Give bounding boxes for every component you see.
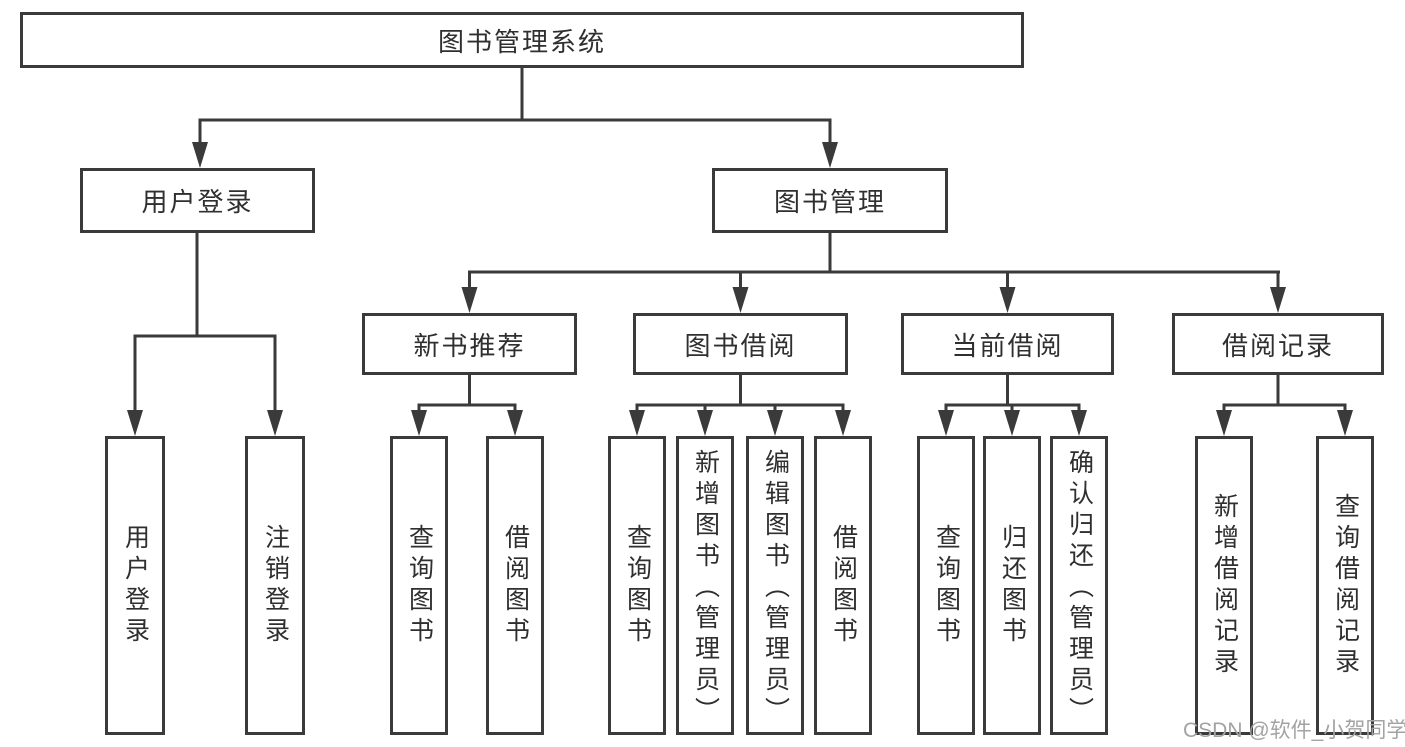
leaf-user-login: 用户登录 <box>105 436 165 735</box>
leaf-query-books-current: 查询图书 <box>917 436 975 735</box>
leaf-query-books-recommend: 查询图书 <box>390 436 448 735</box>
node-new-book-recommend: 新书推荐 <box>362 313 577 375</box>
leaf-borrow-books-recommend: 借阅图书 <box>486 436 544 735</box>
leaf-borrow-books: 借阅图书 <box>814 436 872 735</box>
leaf-confirm-return-admin: 确认归还（管理员） <box>1050 436 1108 735</box>
node-current-borrowing: 当前借阅 <box>901 313 1114 375</box>
leaf-add-borrow-record: 新增借阅记录 <box>1195 436 1253 735</box>
csdn-watermark: CSDN @软件_小贺同学 <box>1183 719 1405 742</box>
leaf-query-books-borrowing: 查询图书 <box>608 436 666 735</box>
leaf-edit-books-admin: 编辑图书（管理员） <box>746 436 804 735</box>
leaf-query-borrow-record: 查询借阅记录 <box>1316 436 1374 735</box>
node-borrow-records: 借阅记录 <box>1172 313 1384 375</box>
node-user-login-branch: 用户登录 <box>80 168 315 233</box>
leaf-return-books: 归还图书 <box>983 436 1041 735</box>
node-book-management-branch: 图书管理 <box>712 168 948 233</box>
node-root-library-system: 图书管理系统 <box>20 12 1024 68</box>
node-book-borrowing: 图书借阅 <box>633 313 848 375</box>
leaf-add-books-admin: 新增图书（管理员） <box>676 436 734 735</box>
leaf-logout: 注销登录 <box>245 436 305 735</box>
